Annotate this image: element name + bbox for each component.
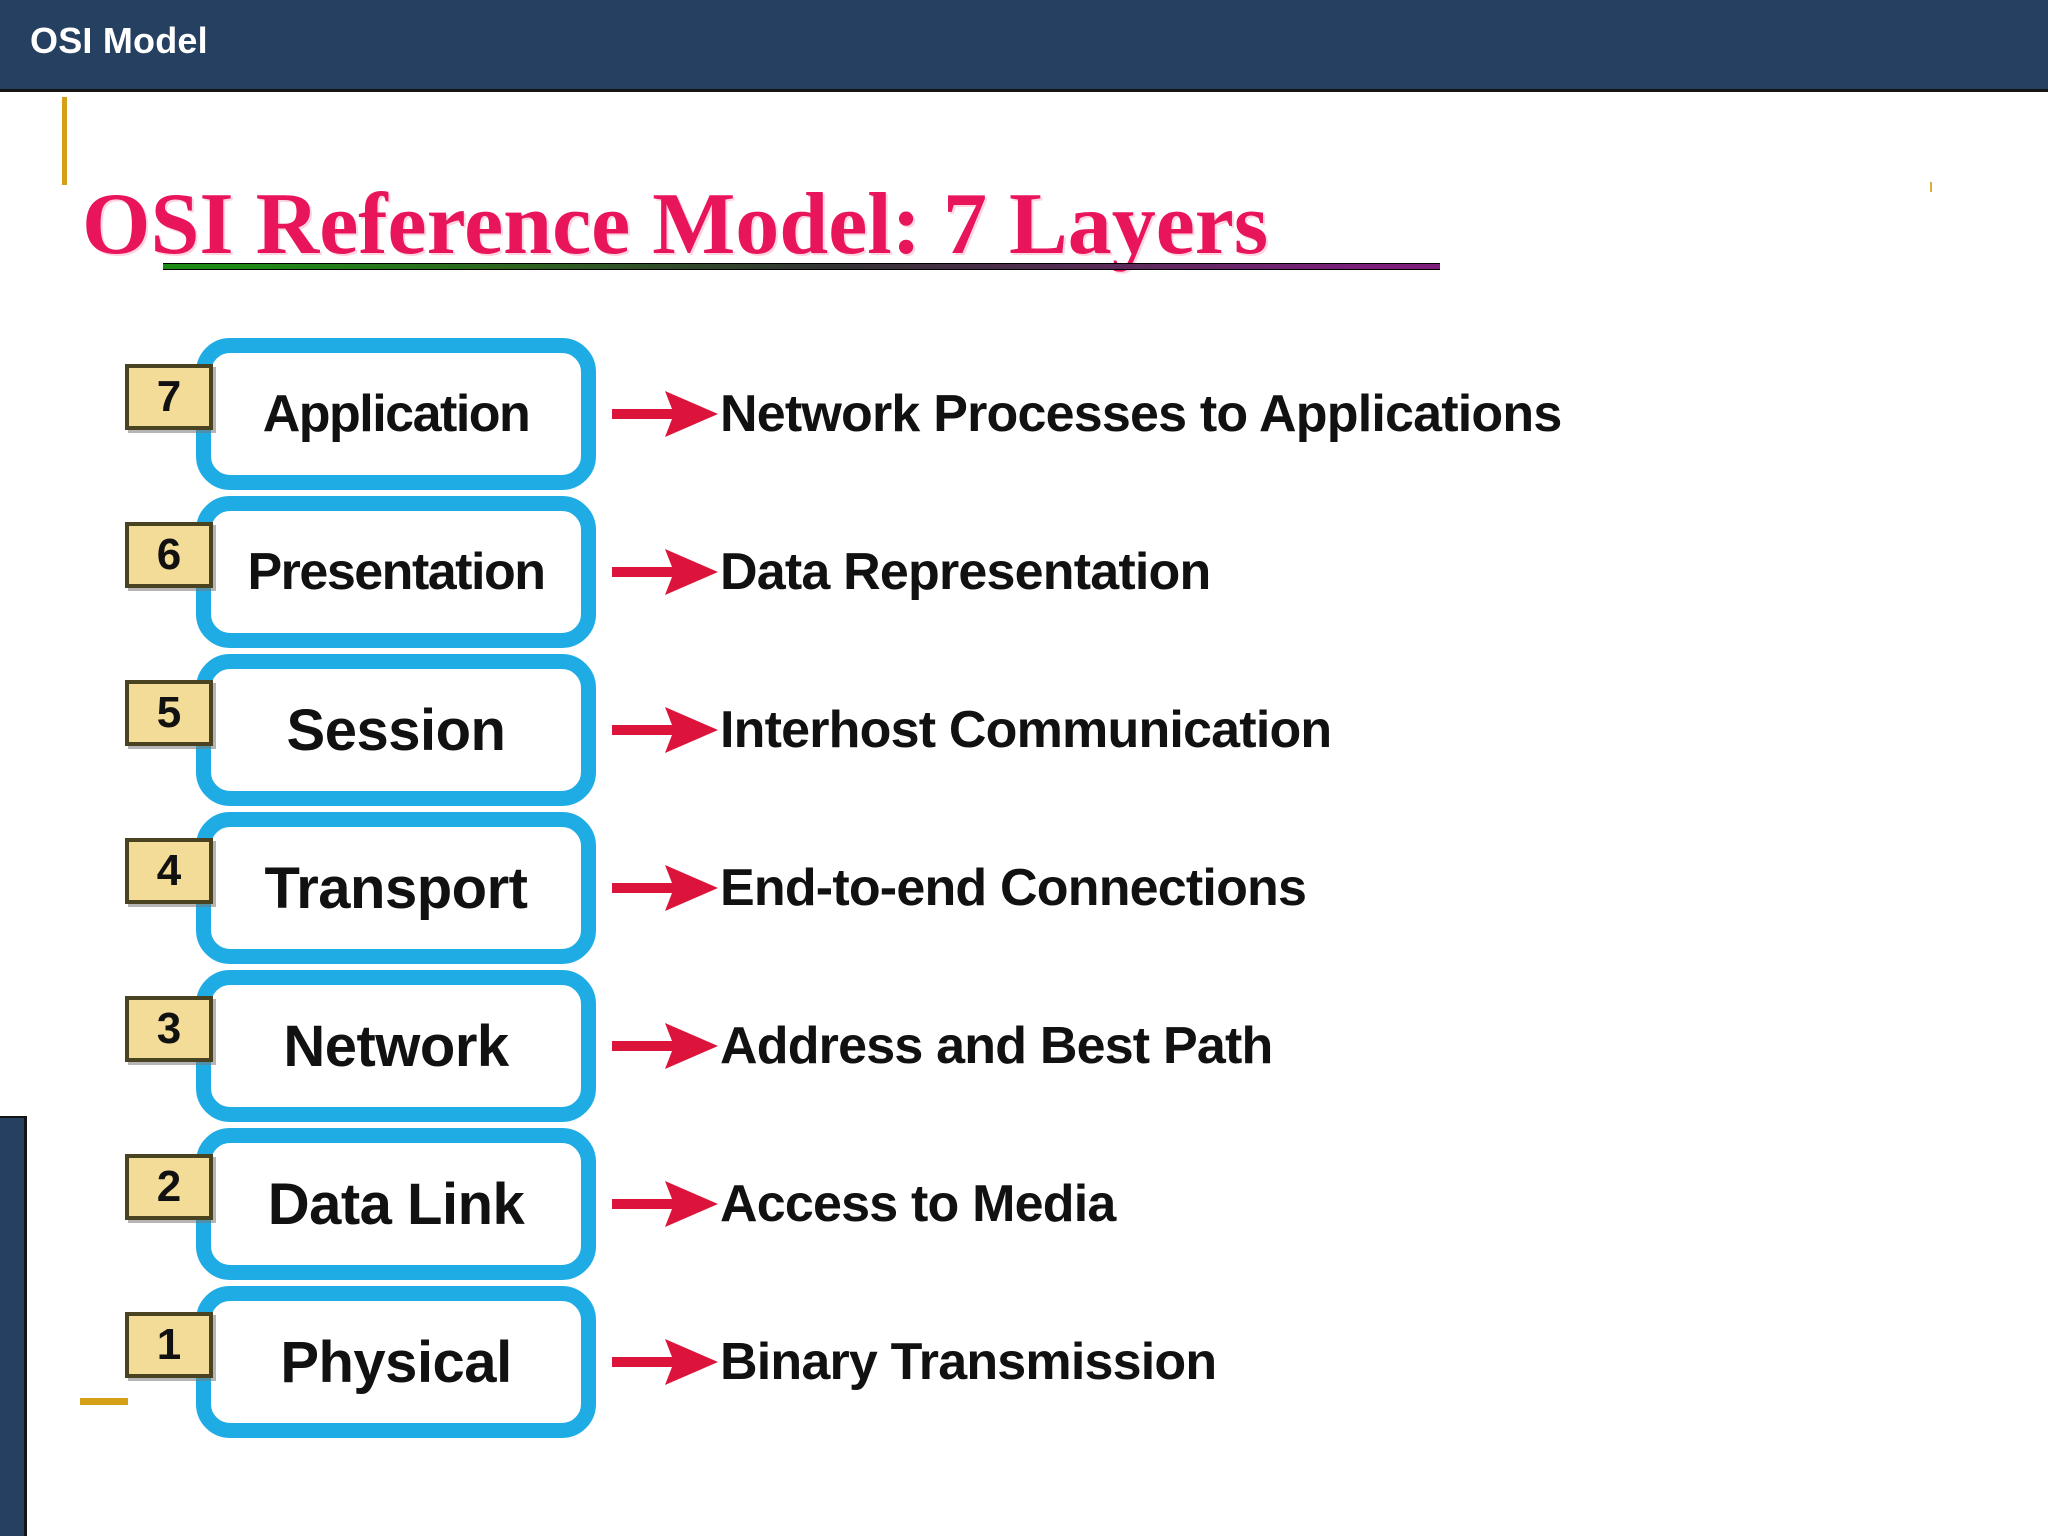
layer-description-label: Address and Best Path — [720, 1017, 1273, 1075]
right-arrow-icon — [610, 1332, 720, 1392]
left-accent-bar — [0, 1116, 27, 1536]
osi-layer-row[interactable]: Physical 1 Binary Transmission — [120, 1286, 1540, 1444]
title-gold-rule — [62, 97, 67, 185]
right-arrow-icon — [610, 384, 720, 444]
layer-box-application[interactable] — [196, 338, 596, 490]
layer-description-label: Access to Media — [720, 1175, 1116, 1233]
right-arrow-icon — [610, 542, 720, 602]
layer-number-badge: 2 — [125, 1154, 213, 1220]
osi-layer-row[interactable]: Data Link 2 Access to Media — [120, 1128, 1540, 1286]
slide-title: OSI Reference Model: 7 Layers — [82, 175, 1269, 273]
right-arrow-icon — [610, 1016, 720, 1076]
osi-layer-row[interactable]: Transport 4 End-to-end Connections — [120, 812, 1540, 970]
right-arrow-icon — [610, 1174, 720, 1234]
layer-box-data-link[interactable] — [196, 1128, 596, 1280]
layer-number-badge: 4 — [125, 838, 213, 904]
layer-number-badge: 1 — [125, 1312, 213, 1378]
layer-box-physical[interactable] — [196, 1286, 596, 1438]
layer-number-badge: 3 — [125, 996, 213, 1062]
osi-layer-diagram: Application 7 Network Processes to Applica… — [80, 338, 1562, 1478]
layer-name-label: Physical — [280, 1329, 512, 1395]
layer-number-badge: 5 — [125, 680, 213, 746]
layer-description-label: Interhost Communication — [720, 701, 1332, 759]
corner-gold-tick — [1930, 182, 1932, 192]
layer-name-label: Presentation — [247, 543, 546, 601]
layer-description-label: Network Processes to Applications — [720, 385, 1562, 443]
title-divider-rule — [163, 263, 1440, 270]
layer-number-badge: 6 — [125, 522, 213, 588]
layer-name-label: Session — [286, 697, 506, 763]
layer-description-label: Binary Transmission — [720, 1333, 1217, 1391]
layer-name-label: Transport — [264, 855, 529, 921]
page-title: OSI Model — [30, 20, 208, 61]
layer-description-label: End-to-end Connections — [720, 859, 1307, 917]
layer-description-label: Data Representation — [720, 543, 1211, 601]
osi-layer-row[interactable]: Presentation 6 Data Representation — [120, 496, 1540, 654]
layer-box-session[interactable] — [196, 654, 596, 806]
physical-layer-gold-dash — [80, 1398, 128, 1405]
layer-name-label: Application — [262, 385, 531, 443]
osi-layer-row[interactable]: Session 5 Interhost Communication — [120, 654, 1540, 812]
osi-layer-row[interactable]: Application 7 Network Processes to Applica… — [120, 338, 1562, 496]
layer-number-badge: 7 — [125, 364, 213, 430]
right-arrow-icon — [610, 858, 720, 918]
right-arrow-icon — [610, 700, 720, 760]
osi-layer-row[interactable]: Network 3 Address and Best Path — [120, 970, 1540, 1128]
app-header-bar: OSI Model — [0, 0, 2048, 92]
layer-box-presentation[interactable] — [196, 496, 596, 648]
layer-name-label: Network — [283, 1013, 509, 1079]
layer-name-label: Data Link — [267, 1171, 525, 1237]
